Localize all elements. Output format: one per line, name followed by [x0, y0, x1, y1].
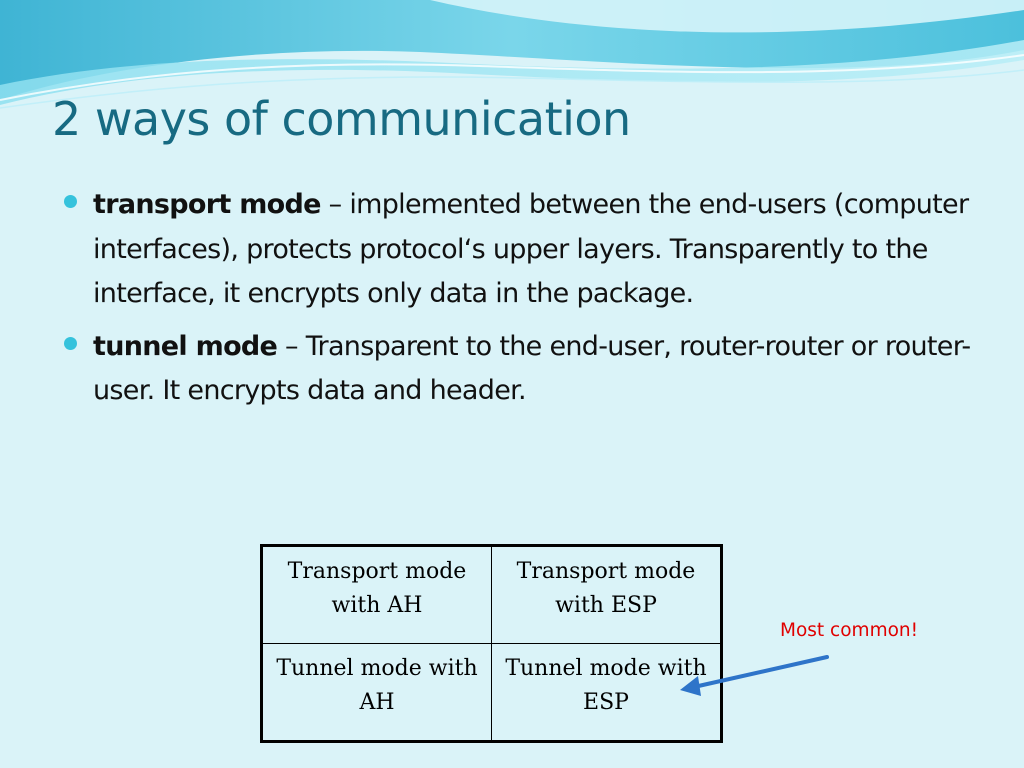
- bullet-list: transport mode – implemented between the…: [62, 183, 982, 422]
- bullet-text: – implemented between the end-users (com…: [93, 189, 969, 309]
- most-common-annotation: Most common!: [780, 620, 919, 641]
- bullet-term: transport mode: [93, 189, 321, 220]
- bullet-tunnel-mode: tunnel mode – Transparent to the end-use…: [62, 325, 982, 414]
- annotation-arrow-icon: [680, 655, 829, 696]
- table-cell-tunnel-ah: Tunnel mode with AH: [261, 643, 492, 742]
- table-cell-transport-esp: Transport mode with ESP: [491, 545, 722, 644]
- table-cell-tunnel-esp: Tunnel mode with ESP: [491, 643, 722, 742]
- table-row: Tunnel mode with AH Tunnel mode with ESP: [261, 643, 722, 742]
- modes-table: Transport mode with AH Transport mode wi…: [260, 544, 723, 743]
- bullet-transport-mode: transport mode – implemented between the…: [62, 183, 982, 317]
- table-row: Transport mode with AH Transport mode wi…: [261, 545, 722, 644]
- bullet-dot-icon: [64, 336, 77, 350]
- bullet-dot-icon: [64, 195, 77, 208]
- bullet-term: tunnel mode: [93, 330, 278, 362]
- table-cell-transport-ah: Transport mode with AH: [261, 545, 492, 644]
- bullet-text: – Transparent to the end-user, router-ro…: [93, 330, 971, 407]
- header-wave-decoration: [0, 0, 1024, 109]
- slide-title: 2 ways of communication: [52, 92, 631, 146]
